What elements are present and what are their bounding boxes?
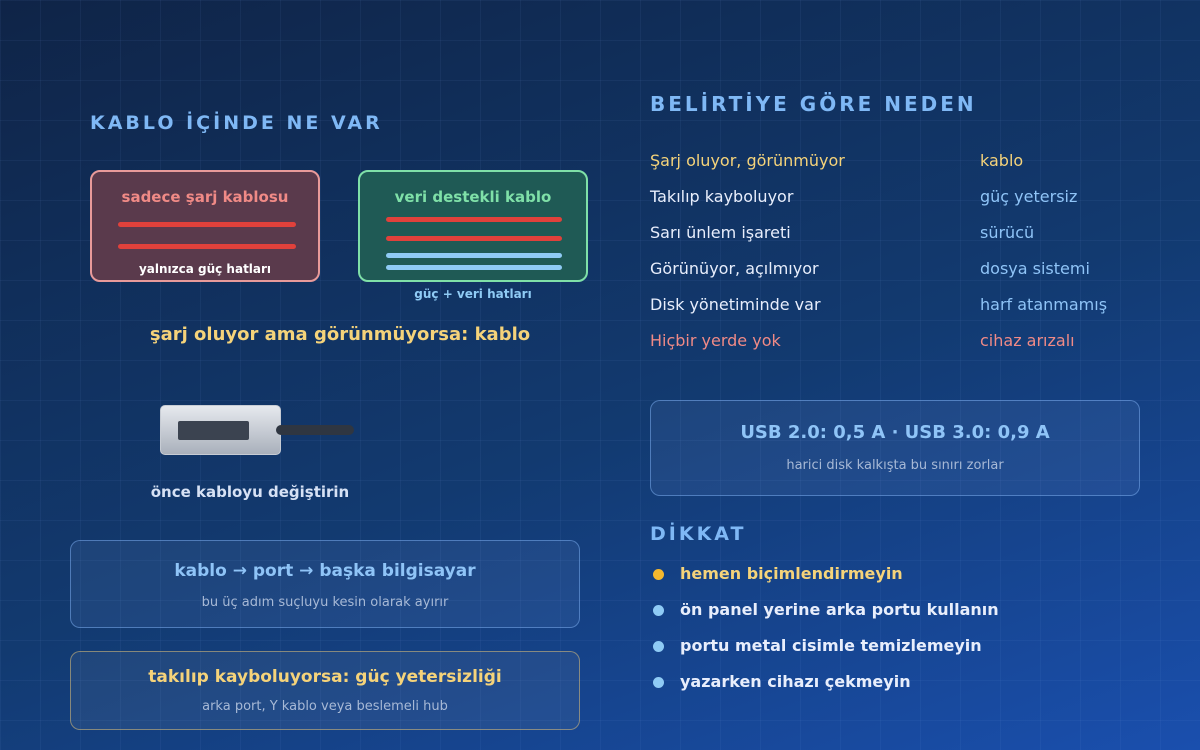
data-line bbox=[386, 265, 562, 270]
warning-text: yazarken cihazı çekmeyin bbox=[680, 672, 911, 691]
data-cable-title: veri destekli kablo bbox=[394, 188, 552, 206]
diagnosis-steps-head: kablo → port → başka bilgisayar bbox=[174, 561, 476, 581]
warning-text: hemen biçimlendirmeyin bbox=[680, 564, 903, 583]
usb-current-head: USB 2.0: 0,5 A · USB 3.0: 0,9 A bbox=[740, 422, 1050, 443]
power-line bbox=[386, 217, 562, 222]
power-line bbox=[386, 236, 562, 241]
symptom-text: Takılıp kayboluyor bbox=[650, 187, 794, 206]
symptom-text: Disk yönetiminde var bbox=[650, 295, 821, 314]
left-section-title: KABLO İÇİNDE NE VAR bbox=[90, 112, 383, 134]
data-cable-box: veri destekli kablo bbox=[358, 170, 588, 282]
warning-text: ön panel yerine arka portu kullanın bbox=[680, 600, 999, 619]
bullet-dot-icon bbox=[653, 605, 664, 616]
cause-text: kablo bbox=[980, 151, 1024, 170]
cable-conclusion: şarj oluyor ama görünmüyorsa: kablo bbox=[149, 324, 531, 345]
warning-title: DİKKAT bbox=[650, 523, 747, 545]
power-issue-head: takılıp kayboluyorsa: güç yetersizliği bbox=[148, 667, 502, 687]
cable-wire bbox=[276, 425, 354, 435]
symptom-row: Hiçbir yerde yok cihaz arızalı bbox=[650, 331, 1150, 355]
bullet-dot-icon bbox=[653, 569, 664, 580]
symptom-text: Hiçbir yerde yok bbox=[650, 331, 781, 350]
cause-text: sürücü bbox=[980, 223, 1035, 242]
bullet-dot-icon bbox=[653, 641, 664, 652]
diagnosis-steps-card: kablo → port → başka bilgisayar bu üç ad… bbox=[70, 540, 580, 628]
symptom-row: Takılıp kayboluyor güç yetersiz bbox=[650, 187, 1150, 211]
charge-cable-box: sadece şarj kablosu yalnızca güç hatları bbox=[90, 170, 320, 282]
diagnosis-steps-sub: bu üç adım suçluyu kesin olarak ayırır bbox=[201, 595, 449, 610]
data-line bbox=[386, 253, 562, 258]
cause-text: güç yetersiz bbox=[980, 187, 1078, 206]
symptom-row: Sarı ünlem işareti sürücü bbox=[650, 223, 1150, 247]
cause-text: dosya sistemi bbox=[980, 259, 1090, 278]
charge-cable-caption: yalnızca güç hatları bbox=[138, 262, 272, 276]
usb-current-card: USB 2.0: 0,5 A · USB 3.0: 0,9 A harici d… bbox=[650, 400, 1140, 496]
symptom-row: Disk yönetiminde var harf atanmamış bbox=[650, 295, 1150, 319]
power-issue-sub: arka port, Y kablo veya beslemeli hub bbox=[202, 699, 448, 714]
cause-text: harf atanmamış bbox=[980, 295, 1108, 314]
data-cable-caption: güç + veri hatları bbox=[414, 287, 532, 301]
power-line bbox=[118, 222, 296, 227]
power-line bbox=[118, 244, 296, 249]
bullet-dot-icon bbox=[653, 677, 664, 688]
power-issue-card: takılıp kayboluyorsa: güç yetersizliği a… bbox=[70, 651, 580, 730]
symptom-text: Sarı ünlem işareti bbox=[650, 223, 791, 242]
cause-text: cihaz arızalı bbox=[980, 331, 1075, 350]
symptom-row: Görünüyor, açılmıyor dosya sistemi bbox=[650, 259, 1150, 283]
usb-port-slot bbox=[178, 421, 249, 440]
plug-caption: önce kabloyu değiştirin bbox=[150, 483, 350, 501]
right-section-title: BELİRTİYE GÖRE NEDEN bbox=[650, 92, 977, 116]
usb-plug-icon bbox=[160, 405, 281, 455]
symptom-text: Şarj oluyor, görünmüyor bbox=[650, 151, 845, 170]
symptom-row: Şarj oluyor, görünmüyor kablo bbox=[650, 151, 1150, 175]
warning-text: portu metal cisimle temizlemeyin bbox=[680, 636, 982, 655]
usb-current-sub: harici disk kalkışta bu sınırı zorlar bbox=[786, 458, 1004, 473]
symptom-text: Görünüyor, açılmıyor bbox=[650, 259, 819, 278]
charge-cable-title: sadece şarj kablosu bbox=[121, 188, 289, 206]
